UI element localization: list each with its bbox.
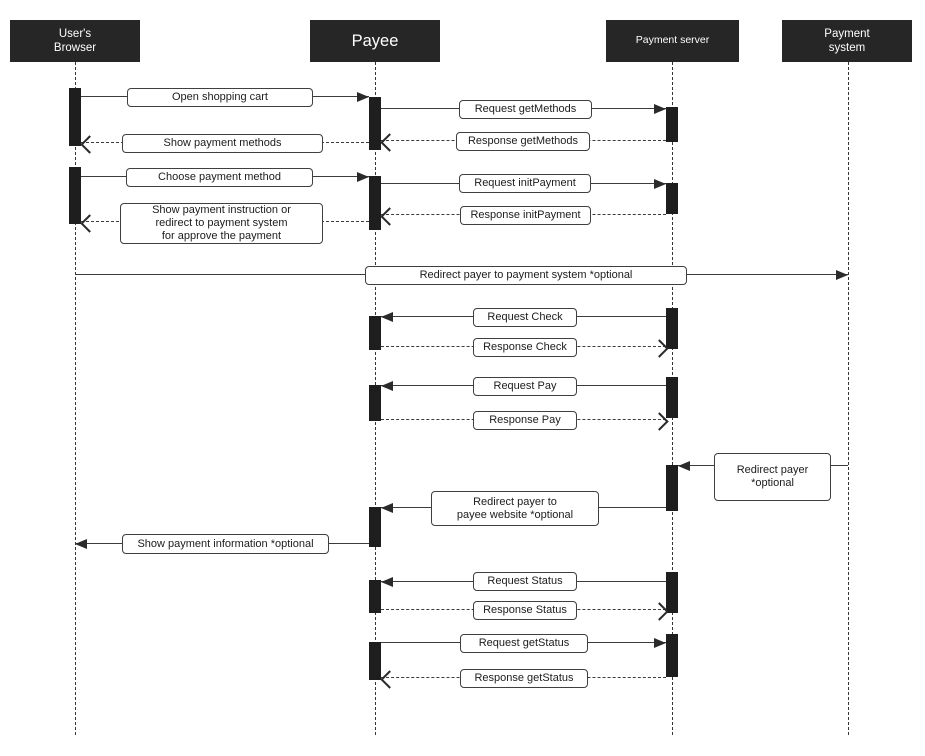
message-label-response-check: Response Check — [473, 338, 577, 357]
arrowhead-left-icon — [381, 380, 393, 391]
open-arrowhead-left-icon — [380, 206, 399, 226]
message-label-redirect-payer-optional: Redirect payer *optional — [714, 453, 831, 501]
message-label-show-payment-information: Show payment information *optional — [122, 534, 329, 554]
activation-bar — [369, 316, 381, 350]
message-label-response-status: Response Status — [473, 601, 577, 620]
message-label-request-status: Request Status — [473, 572, 577, 591]
open-arrowhead-left-icon — [380, 132, 399, 152]
activation-bar — [666, 572, 678, 613]
activation-bar — [369, 642, 381, 680]
actor-payment-system: Payment system — [782, 20, 912, 62]
activation-bar — [69, 167, 81, 224]
lifeline-payment-system — [848, 62, 849, 735]
activation-bar — [666, 634, 678, 677]
arrowhead-left-icon — [381, 576, 393, 587]
activation-bar — [369, 176, 381, 230]
activation-bar — [666, 377, 678, 418]
message-label-response-initpayment: Response initPayment — [460, 206, 591, 225]
activation-bar — [369, 580, 381, 613]
message-label-request-pay: Request Pay — [473, 377, 577, 396]
activation-bar — [666, 465, 678, 511]
arrowhead-right-icon — [357, 91, 369, 102]
message-label-open-shopping-cart: Open shopping cart — [127, 88, 313, 107]
message-label-redirect-to-payee-website: Redirect payer to payee website *optiona… — [431, 491, 599, 526]
arrowhead-right-icon — [654, 103, 666, 114]
actor-payee: Payee — [310, 20, 440, 62]
message-label-response-getstatus: Response getStatus — [460, 669, 588, 688]
message-label-request-getmethods: Request getMethods — [459, 100, 592, 119]
activation-bar — [666, 183, 678, 214]
arrowhead-right-icon — [654, 637, 666, 648]
arrowhead-left-icon — [381, 311, 393, 322]
message-label-response-pay: Response Pay — [473, 411, 577, 430]
actor-payment-server: Payment server — [606, 20, 739, 62]
open-arrowhead-left-icon — [80, 213, 99, 233]
activation-bar — [369, 385, 381, 421]
message-label-show-payment-instruction: Show payment instruction or redirect to … — [120, 203, 323, 244]
message-label-request-check: Request Check — [473, 308, 577, 327]
message-label-request-getstatus: Request getStatus — [460, 634, 588, 653]
arrowhead-left-icon — [678, 460, 690, 471]
arrowhead-right-icon — [357, 171, 369, 182]
arrowhead-left-icon — [381, 502, 393, 513]
activation-bar — [666, 107, 678, 142]
open-arrowhead-left-icon — [80, 134, 99, 154]
actor-users-browser: User's Browser — [10, 20, 140, 62]
message-label-show-payment-methods: Show payment methods — [122, 134, 323, 153]
activation-bar — [666, 308, 678, 349]
activation-bar — [369, 97, 381, 150]
arrowhead-right-icon — [654, 178, 666, 189]
arrowhead-left-icon — [75, 538, 87, 549]
open-arrowhead-left-icon — [380, 669, 399, 689]
lifeline-users-browser — [75, 62, 76, 735]
message-label-request-initpayment: Request initPayment — [459, 174, 591, 193]
activation-bar — [69, 88, 81, 146]
message-label-response-getmethods: Response getMethods — [456, 132, 590, 151]
message-label-choose-payment-method: Choose payment method — [126, 168, 313, 187]
message-label-redirect-to-payment-system: Redirect payer to payment system *option… — [365, 266, 687, 285]
arrowhead-right-icon — [836, 269, 848, 280]
activation-bar — [369, 507, 381, 547]
